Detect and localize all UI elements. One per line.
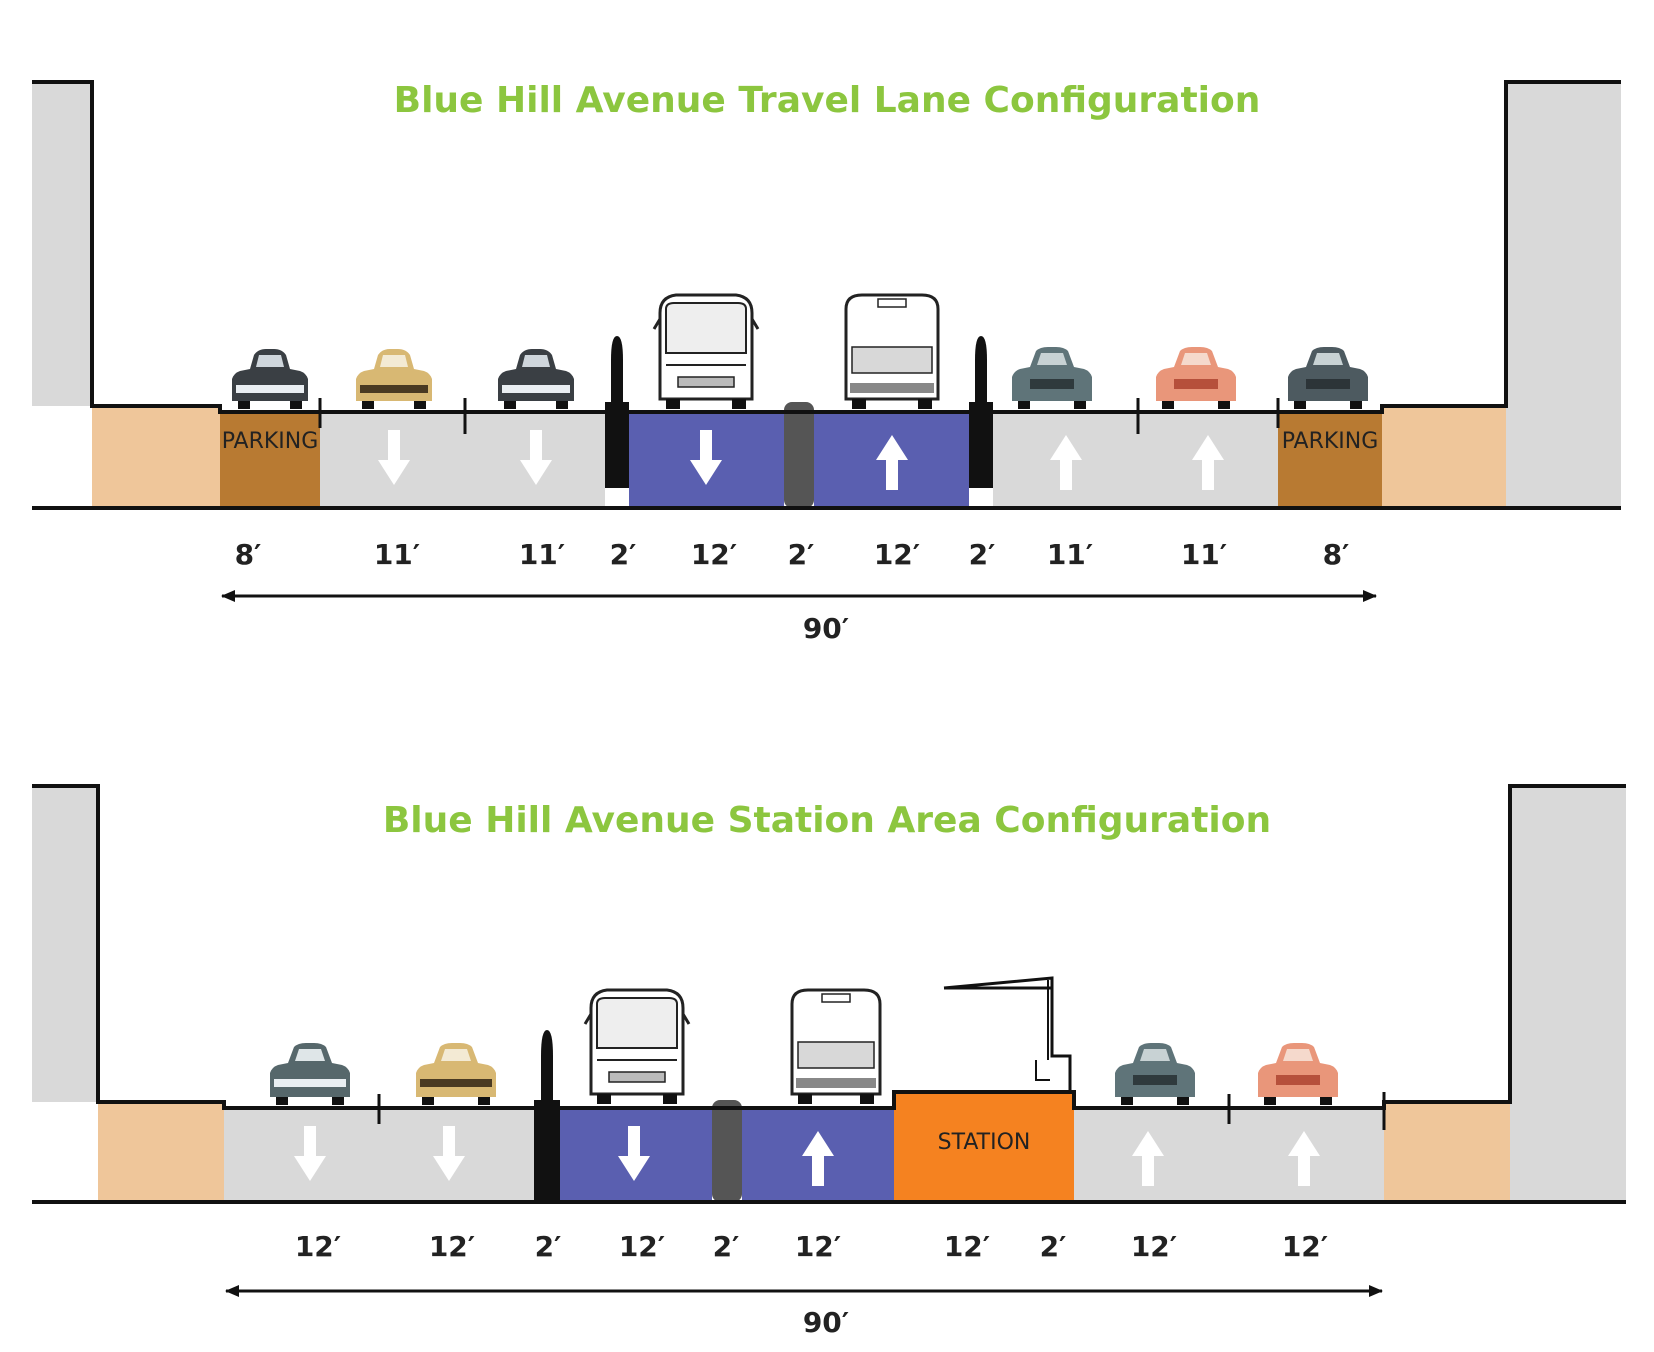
median-post <box>712 1100 742 1202</box>
separator-post <box>534 1100 560 1202</box>
street-profile-line <box>32 80 1621 414</box>
building-right <box>1510 786 1626 1202</box>
travel-lane <box>224 1108 379 1202</box>
diagram-travel-lane-config: Blue Hill Avenue Travel Lane Configurati… <box>32 80 1621 645</box>
separator-post-top <box>975 336 987 402</box>
dimension-label: 11′ <box>1047 538 1093 571</box>
station-label: STATION <box>938 1130 1031 1155</box>
dimension-label: 11′ <box>519 538 565 571</box>
building-left <box>32 786 98 1202</box>
diagram-title: Blue Hill Avenue Travel Lane Configurati… <box>394 80 1261 121</box>
car-icon <box>356 349 432 409</box>
dimension-label: 12′ <box>295 1230 341 1263</box>
bus-front-icon <box>583 988 691 1104</box>
bus-front-icon <box>652 293 760 409</box>
travel-lane <box>379 1108 534 1202</box>
car-icon <box>1288 347 1368 409</box>
sidewalk-left <box>92 406 220 508</box>
arrow-down-icon <box>690 430 722 485</box>
arrow-up-icon <box>1132 1131 1164 1186</box>
dimension-label: 2′ <box>969 538 996 571</box>
dimension-label: 2′ <box>713 1230 740 1263</box>
separator-post <box>605 402 629 488</box>
dimension-label: 12′ <box>944 1230 990 1263</box>
bus-rear-icon <box>790 988 882 1104</box>
car-icon <box>416 1043 496 1105</box>
arrow-up-icon <box>1192 435 1224 490</box>
sidewalk-right <box>1384 1102 1510 1202</box>
car-icon <box>1115 1043 1195 1105</box>
arrow-down-icon <box>433 1126 465 1181</box>
station-shelter-icon <box>943 976 1072 1092</box>
car-icon <box>232 349 308 409</box>
dimension-label: 12′ <box>691 538 737 571</box>
parking-lane-left <box>220 412 320 508</box>
dimension-label: 11′ <box>374 538 420 571</box>
dimension-label: 12′ <box>795 1230 841 1263</box>
arrow-up-icon <box>876 435 908 490</box>
separator-post <box>969 402 993 488</box>
dimension-label: 12′ <box>1131 1230 1177 1263</box>
car-icon <box>1258 1043 1338 1105</box>
car-icon <box>498 349 574 409</box>
dimension-label: 11′ <box>1181 538 1227 571</box>
parking-label: PARKING <box>222 429 319 454</box>
dimension-label: 8′ <box>1323 538 1350 571</box>
separator-post-top <box>541 1030 553 1100</box>
median-post <box>784 402 814 508</box>
building-left <box>32 82 92 508</box>
diagram-station-area-config: Blue Hill Avenue Station Area Configurat… <box>32 784 1626 1339</box>
street-profile-line <box>32 784 1626 1110</box>
total-width-label: 90′ <box>803 612 849 645</box>
car-icon <box>1156 347 1236 409</box>
dimension-label: 12′ <box>429 1230 475 1263</box>
separator-post-top <box>611 336 623 402</box>
dimension-label: 2′ <box>788 538 815 571</box>
arrow-down-icon <box>378 430 410 485</box>
sidewalk-left <box>98 1102 224 1202</box>
arrow-down-icon <box>294 1126 326 1181</box>
dimension-label: 2′ <box>610 538 637 571</box>
dimension-labels: 8′ 11′ 11′ 2′ 12′ 2′ 12′ 2′ 11′ 11′ 8′ <box>235 538 1350 571</box>
dimension-label: 12′ <box>874 538 920 571</box>
arrow-down-icon <box>618 1126 650 1181</box>
car-icon <box>270 1043 350 1105</box>
dimension-label: 2′ <box>1040 1230 1067 1263</box>
total-width-label: 90′ <box>803 1306 849 1339</box>
parking-label: PARKING <box>1282 429 1379 454</box>
dimension-label: 12′ <box>619 1230 665 1263</box>
dimension-label: 8′ <box>235 538 262 571</box>
sidewalk-right <box>1382 406 1506 508</box>
dimension-label: 2′ <box>535 1230 562 1263</box>
arrow-up-icon <box>1050 435 1082 490</box>
arrow-up-icon <box>1288 1131 1320 1186</box>
dimension-labels: 12′ 12′ 2′ 12′ 2′ 12′ 12′ 2′ 12′ 12′ <box>295 1230 1328 1263</box>
car-icon <box>1012 347 1092 409</box>
bus-rear-icon <box>844 293 940 409</box>
diagram-title: Blue Hill Avenue Station Area Configurat… <box>383 800 1271 841</box>
station-platform <box>894 1092 1074 1202</box>
building-right <box>1506 82 1621 508</box>
dimension-label: 12′ <box>1282 1230 1328 1263</box>
arrow-up-icon <box>802 1131 834 1186</box>
arrow-down-icon <box>520 430 552 485</box>
parking-lane-right <box>1278 412 1382 508</box>
